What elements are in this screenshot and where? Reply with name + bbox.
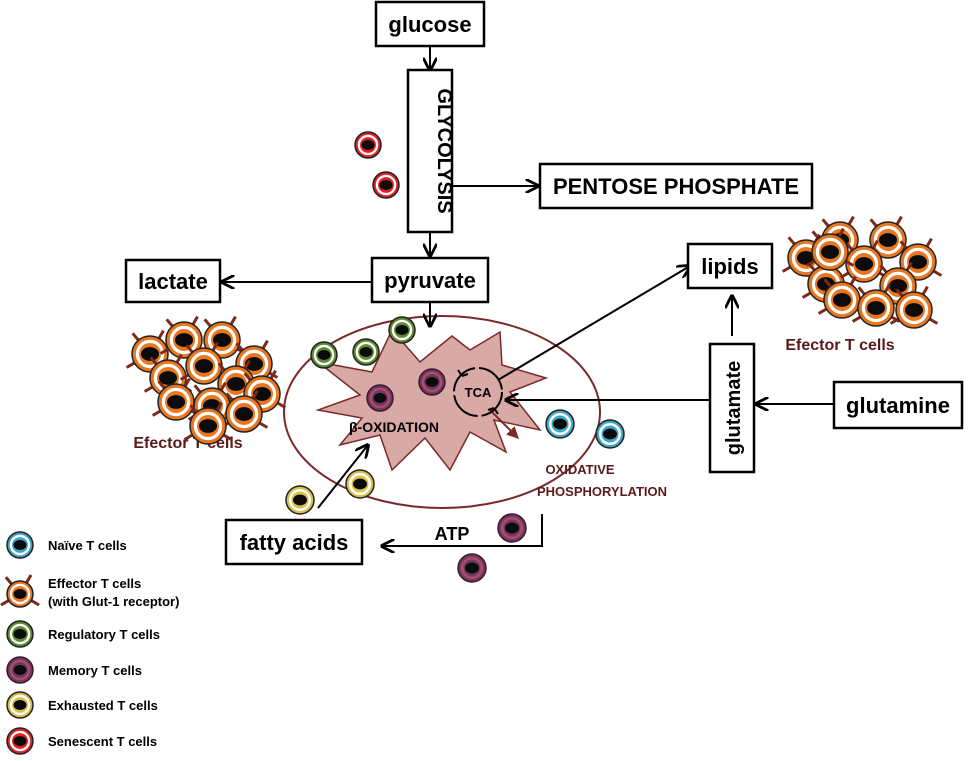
effector-cell — [183, 401, 233, 445]
mitochondrion-star — [315, 328, 549, 472]
fatty-acids-box — [224, 518, 364, 566]
naive-cell — [545, 409, 575, 439]
glycolysis-box — [406, 68, 454, 234]
memory-cell — [457, 553, 487, 583]
legend-label-sub: (with Glut-1 receptor) — [48, 594, 179, 609]
senescent-cell — [372, 171, 400, 199]
legend-label: Memory T cells — [48, 663, 142, 678]
legend-item: Senescent T cells — [6, 727, 157, 755]
tca-label: TCA — [465, 385, 492, 400]
effector-cell — [839, 239, 889, 283]
effector-cell — [151, 377, 201, 421]
fatty-acids-label: fatty acids — [240, 530, 349, 555]
legend-item: Effector T cells (with Glut-1 receptor) — [0, 574, 179, 609]
phosphorylation-label: PHOSPHORYLATION — [537, 484, 667, 499]
cell-icons — [125, 131, 943, 583]
memory-cell — [418, 368, 446, 396]
legend-label: Naïve T cells — [48, 538, 127, 553]
effector-cell — [817, 275, 867, 319]
regulatory-legend-icon — [6, 620, 34, 648]
lactate-label: lactate — [138, 269, 208, 294]
glutamate-box — [708, 342, 756, 474]
glucose-box — [374, 0, 486, 48]
glutamine-box — [832, 380, 964, 430]
lipids-box — [686, 242, 774, 290]
pentose-phosphate-label: PENTOSE PHOSPHATE — [553, 174, 799, 199]
arrow-fattyacids-betaox — [317, 445, 368, 509]
legend-label: Regulatory T cells — [48, 627, 160, 642]
pyruvate-box — [370, 256, 490, 304]
regulatory-cell — [352, 338, 380, 366]
exhausted-cell — [345, 469, 375, 499]
lactate-box — [124, 258, 222, 304]
arrow-tca-oxphos — [489, 409, 519, 439]
glutamine-label: glutamine — [846, 393, 950, 418]
naive-legend-icon — [6, 531, 34, 559]
memory-cell — [497, 513, 527, 543]
arrow-tca-lipids — [497, 266, 690, 381]
effector-cell — [179, 341, 229, 385]
tca-cycle — [453, 367, 503, 417]
legend-label: Effector T cells — [48, 576, 141, 591]
legend-item: Exhausted T cells — [6, 691, 158, 719]
pyruvate-label: pyruvate — [384, 268, 476, 293]
naive-cell — [595, 419, 625, 449]
legend-label: Exhausted T cells — [48, 698, 158, 713]
beta-oxidation-label: β-OXIDATION — [349, 419, 439, 435]
legend-label: Senescent T cells — [48, 734, 157, 749]
senescent-cell — [354, 131, 382, 159]
effector-cell — [889, 285, 939, 329]
memory-legend-icon — [6, 656, 34, 684]
regulatory-cell — [388, 316, 416, 344]
effector-cell — [805, 227, 855, 271]
glucose-label: glucose — [388, 12, 471, 37]
effector-legend-icon — [0, 574, 40, 608]
legend-item: Memory T cells — [6, 656, 142, 684]
pentose-phosphate-box — [538, 162, 814, 210]
legend-item: Naïve T cells — [6, 531, 127, 559]
senescent-legend-icon — [6, 727, 34, 755]
effector-cell — [237, 369, 287, 413]
glutamate-label: glutamate — [723, 361, 745, 455]
effector-right-label: Efector T cells — [785, 337, 894, 354]
effector-cell — [219, 389, 269, 433]
exhausted-legend-icon — [6, 691, 34, 719]
arrow-oxphos-fattyacids — [382, 514, 543, 546]
oxidative-label: OXIDATIVE — [545, 462, 614, 477]
lipids-label: lipids — [701, 254, 758, 279]
legend-item: Regulatory T cells — [6, 620, 160, 648]
effector-cell — [851, 283, 901, 327]
regulatory-cell — [310, 341, 338, 369]
glycolysis-label: GLYCOLYSIS — [433, 88, 455, 213]
exhausted-cell — [285, 485, 315, 515]
atp-label: ATP — [435, 524, 470, 544]
memory-cell — [366, 384, 394, 412]
